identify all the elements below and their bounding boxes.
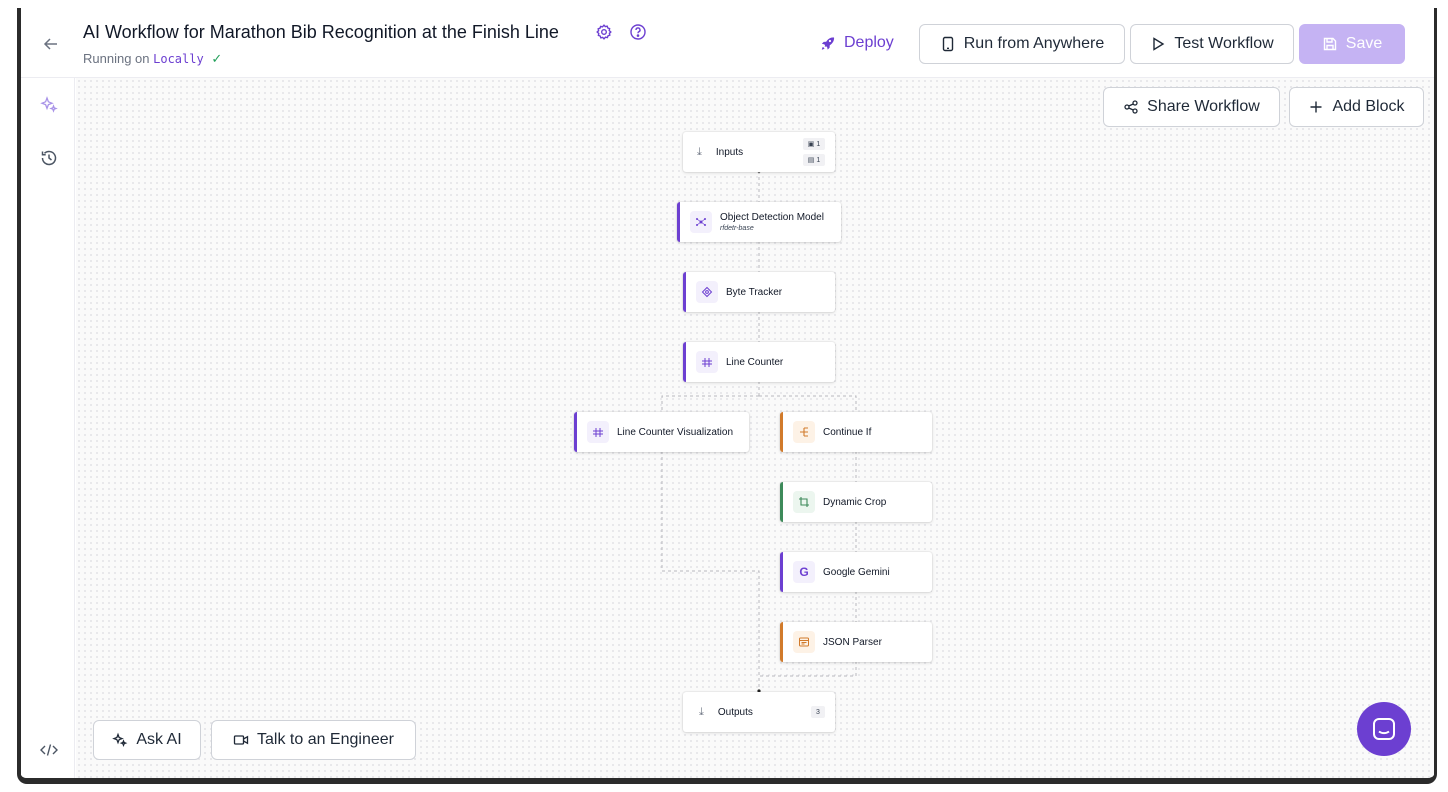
node-object-detection[interactable]: Object Detection Model rfdetr-base (677, 202, 841, 242)
arrow-left-icon[interactable] (41, 34, 61, 54)
add-block-label: Add Block (1332, 98, 1405, 115)
run-from-anywhere-label: Run from Anywhere (963, 35, 1105, 52)
rocket-icon (821, 36, 835, 50)
edge-viz-output (661, 451, 760, 692)
edge-split-left (661, 395, 759, 412)
running-status: Running on Locally ✓ (83, 51, 222, 67)
node-inputs[interactable]: ⤓ Inputs ▣ 1 ▤ 1 (683, 132, 835, 172)
node-inputs-label: Inputs (715, 146, 744, 158)
chat-icon (1373, 718, 1395, 740)
running-location: Locally (153, 52, 204, 66)
node-google-gemini[interactable]: G Google Gemini (780, 552, 932, 592)
test-workflow-label: Test Workflow (1174, 35, 1274, 52)
video-icon (233, 735, 249, 745)
code-icon[interactable] (39, 740, 59, 760)
page-title: AI Workflow for Marathon Bib Recognition… (83, 22, 559, 42)
download-icon: ⤓ (697, 145, 702, 158)
node-google-gemini-label: Google Gemini (823, 566, 890, 578)
share-icon (1124, 100, 1138, 114)
run-from-anywhere-button[interactable]: Run from Anywhere (919, 24, 1125, 64)
json-icon (793, 631, 815, 653)
node-byte-tracker[interactable]: Byte Tracker (683, 272, 835, 312)
node-object-detection-model: rfdetr-base (720, 225, 754, 232)
save-button[interactable]: Save (1299, 24, 1405, 64)
line-counter-viz-icon (587, 421, 609, 443)
plus-icon (1310, 101, 1322, 113)
connector-dot (757, 689, 761, 693)
crop-icon (793, 491, 815, 513)
param-input-count: 1 (816, 156, 821, 164)
tracker-icon (696, 281, 718, 303)
talk-to-engineer-label: Talk to an Engineer (257, 731, 394, 748)
output-icon: ⤓ (699, 705, 704, 718)
node-object-detection-label: Object Detection Model (720, 212, 824, 223)
floppy-icon (1323, 37, 1336, 51)
branch-icon (793, 421, 815, 443)
edge-parser-output (759, 661, 857, 677)
ask-ai-label: Ask AI (136, 731, 182, 748)
running-prefix: Running on (83, 51, 150, 66)
gear-icon[interactable] (595, 23, 613, 41)
deploy-button[interactable]: Deploy (819, 34, 894, 52)
play-icon (1153, 37, 1165, 51)
node-line-counter[interactable]: Line Counter (683, 342, 835, 382)
node-line-counter-visualization[interactable]: Line Counter Visualization (574, 412, 749, 452)
tablet-icon (942, 36, 953, 52)
add-block-button[interactable]: Add Block (1289, 87, 1424, 127)
save-label: Save (1345, 35, 1383, 52)
talk-to-engineer-button[interactable]: Talk to an Engineer (211, 720, 416, 760)
ask-ai-button[interactable]: Ask AI (93, 720, 201, 760)
question-circle-icon[interactable] (629, 23, 647, 41)
node-object-detection-text: Object Detection Model rfdetr-base (720, 212, 824, 232)
share-workflow-button[interactable]: Share Workflow (1103, 87, 1280, 127)
test-workflow-button[interactable]: Test Workflow (1130, 24, 1294, 64)
chat-launcher-button[interactable] (1357, 702, 1411, 756)
node-continue-if-label: Continue If (823, 426, 872, 438)
history-icon[interactable] (39, 148, 59, 168)
param-input-badge: ▤ 1 (803, 154, 825, 166)
connector-lines (661, 169, 857, 693)
check-icon: ✓ (211, 51, 223, 66)
share-workflow-label: Share Workflow (1147, 98, 1260, 115)
workflow-canvas[interactable]: ⤓ Inputs ▣ 1 ▤ 1 Object Detection Model … (76, 78, 1434, 778)
node-json-parser-label: JSON Parser (823, 636, 882, 648)
google-icon: G (793, 561, 815, 583)
header: AI Workflow for Marathon Bib Recognition… (21, 8, 1434, 78)
node-dynamic-crop-label: Dynamic Crop (823, 496, 887, 508)
node-outputs[interactable]: ⤓ Outputs 3 (683, 692, 835, 732)
node-json-parser[interactable]: JSON Parser (780, 622, 932, 662)
sparkles-icon[interactable] (39, 95, 59, 115)
edge-split-right (759, 395, 857, 412)
node-continue-if[interactable]: Continue If (780, 412, 932, 452)
sidebar (21, 78, 75, 778)
node-byte-tracker-label: Byte Tracker (726, 286, 783, 298)
image-input-count: 1 (816, 140, 821, 148)
image-input-badge: ▣ 1 (803, 138, 825, 150)
node-outputs-label: Outputs (717, 706, 753, 718)
app-window: AI Workflow for Marathon Bib Recognition… (17, 8, 1437, 784)
outputs-count-badge: 3 (811, 706, 825, 718)
sparkles-icon (112, 732, 128, 747)
line-counter-icon (696, 351, 718, 373)
node-line-counter-label: Line Counter (726, 356, 784, 368)
detection-icon (690, 211, 712, 233)
node-line-counter-visualization-label: Line Counter Visualization (617, 426, 734, 438)
node-dynamic-crop[interactable]: Dynamic Crop (780, 482, 932, 522)
deploy-label: Deploy (844, 34, 894, 51)
